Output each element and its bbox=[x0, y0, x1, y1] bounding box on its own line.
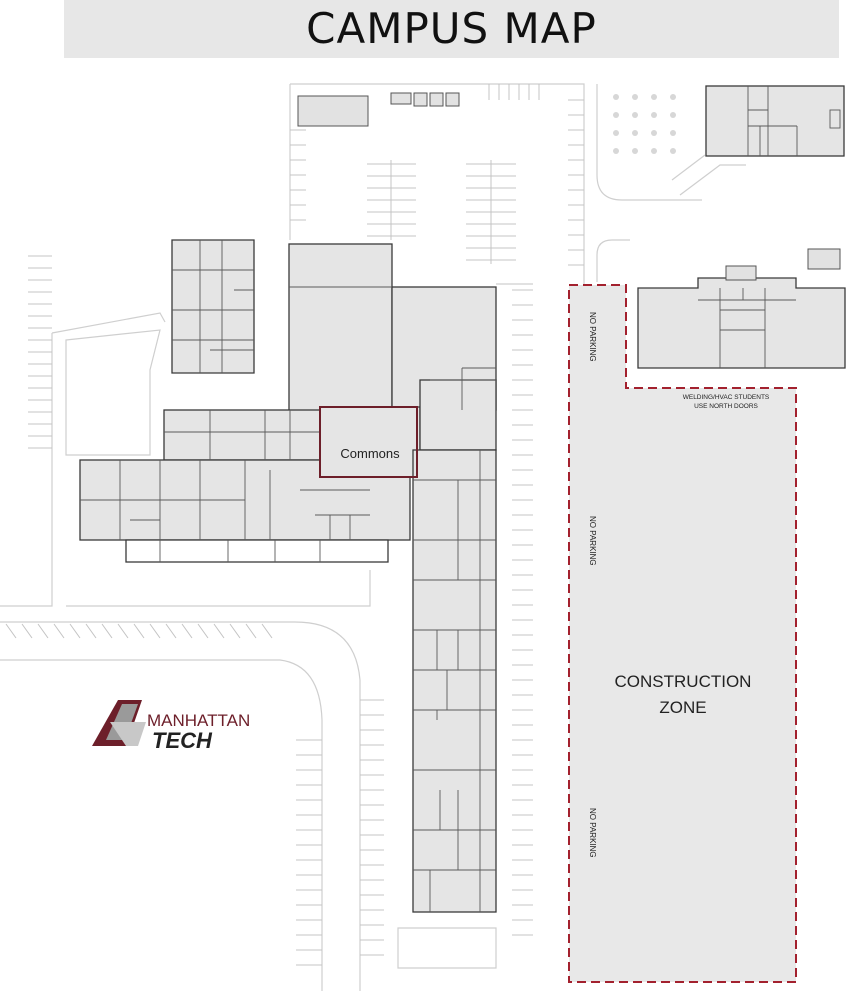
logo-text-line1: MANHATTAN bbox=[147, 711, 250, 730]
no-parking-label-1: NO PARKING bbox=[588, 312, 597, 362]
building-east-connector bbox=[419, 379, 497, 451]
building-northwest-annex bbox=[171, 239, 255, 374]
lot-outlines bbox=[0, 83, 746, 991]
building-northeast bbox=[705, 85, 845, 157]
logo-text-line2: TECH bbox=[152, 728, 213, 753]
building-east bbox=[637, 277, 846, 369]
welding-note-line2: USE NORTH DOORS bbox=[694, 403, 758, 410]
building-west-wing-south bbox=[125, 539, 389, 563]
building-south-wing bbox=[412, 449, 497, 913]
interior-walls bbox=[80, 86, 841, 912]
construction-zone bbox=[568, 284, 797, 983]
building-north-wing-west bbox=[288, 243, 393, 413]
manhattan-tech-logo: MANHATTAN TECH bbox=[92, 700, 250, 753]
construction-zone-label-line1: CONSTRUCTION bbox=[615, 672, 752, 691]
no-parking-label-3: NO PARKING bbox=[588, 808, 597, 858]
commons-label: Commons bbox=[340, 446, 400, 461]
building-west-wing-upper bbox=[163, 409, 321, 461]
page-title: CAMPUS MAP bbox=[306, 4, 597, 53]
welding-note-line1: WELDING/HVAC STUDENTS bbox=[683, 394, 770, 401]
building-commons-block bbox=[319, 406, 421, 478]
parking-stripes bbox=[5, 84, 584, 966]
lot-structures bbox=[297, 92, 460, 127]
title-bar: CAMPUS MAP bbox=[64, 0, 839, 58]
east-building-details bbox=[725, 248, 841, 281]
construction-zone-label-line2: ZONE bbox=[659, 698, 706, 717]
lot-dots bbox=[613, 94, 676, 154]
commons-highlight[interactable] bbox=[319, 406, 418, 478]
no-parking-label-2: NO PARKING bbox=[588, 516, 597, 566]
